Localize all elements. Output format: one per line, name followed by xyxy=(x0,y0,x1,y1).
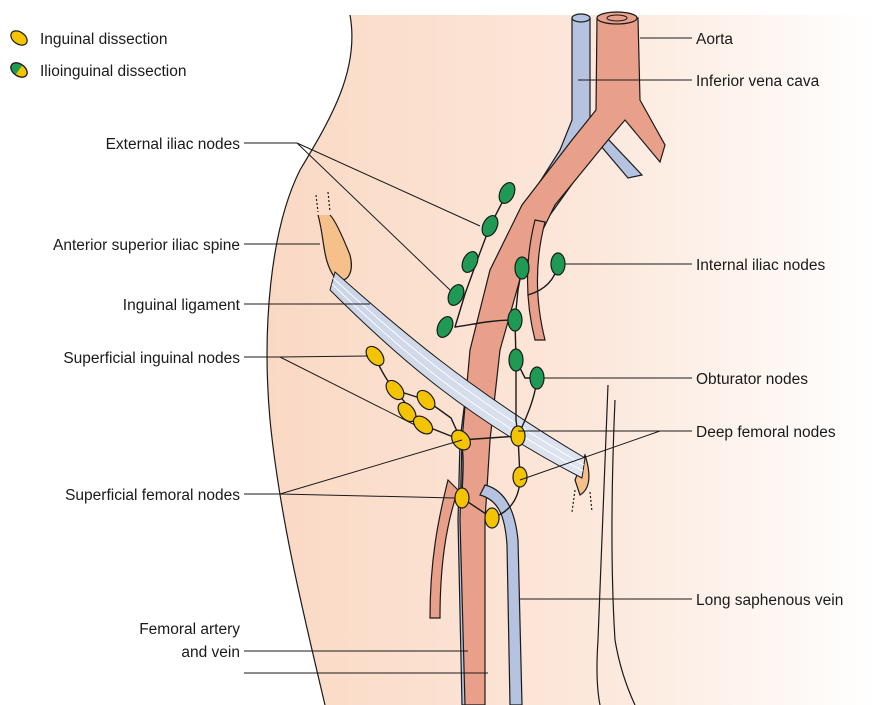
legend-item-inguinal: Inguinal dissection xyxy=(8,28,167,48)
lymph-node xyxy=(530,367,544,389)
label-femoral-artery: Femoral artery xyxy=(139,621,240,638)
label-anterior-superior-iliac-spine: Anterior superior iliac spine xyxy=(53,237,240,254)
lymph-node xyxy=(508,309,522,331)
lymph-node xyxy=(455,488,469,508)
inguinal-node-icon xyxy=(8,28,30,48)
label-and-vein: and vein xyxy=(181,644,240,661)
lymph-node xyxy=(551,253,565,275)
label-inguinal-ligament: Inguinal ligament xyxy=(123,297,241,314)
label-external-iliac-nodes: External iliac nodes xyxy=(106,136,241,153)
lymph-node xyxy=(511,426,525,446)
legend: Inguinal dissection Ilioinguinal dissect… xyxy=(8,28,186,80)
lymph-node xyxy=(485,508,499,528)
label-deep-femoral-nodes: Deep femoral nodes xyxy=(696,424,836,441)
lymph-node xyxy=(515,257,529,279)
legend-label-ilioinguinal: Ilioinguinal dissection xyxy=(40,63,186,80)
label-superficial-femoral-nodes: Superficial femoral nodes xyxy=(65,487,240,504)
legend-item-ilioinguinal: Ilioinguinal dissection xyxy=(8,60,186,80)
label-superficial-inguinal-nodes: Superficial inguinal nodes xyxy=(63,350,240,367)
lymph-node xyxy=(513,467,527,487)
label-long-saphenous-vein: Long saphenous vein xyxy=(696,592,843,609)
label-aorta: Aorta xyxy=(696,31,733,48)
lymph-node xyxy=(509,349,523,371)
ilioinguinal-node-icon xyxy=(8,60,30,80)
label-obturator-nodes: Obturator nodes xyxy=(696,371,808,388)
legend-label-inguinal: Inguinal dissection xyxy=(40,31,168,48)
label-internal-iliac-nodes: Internal iliac nodes xyxy=(696,257,825,274)
label-inferior-vena-cava: Inferior vena cava xyxy=(696,73,820,90)
